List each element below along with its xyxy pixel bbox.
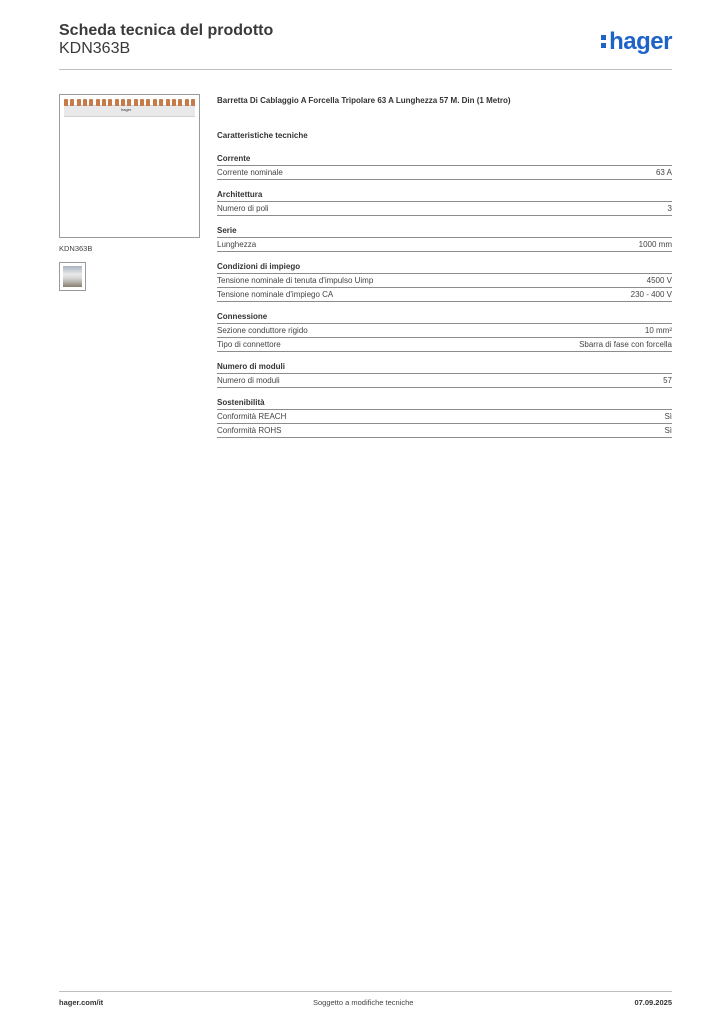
section-title: Condizioni di impiego	[217, 261, 672, 274]
section-corrente: Corrente Corrente nominale 63 A	[217, 153, 672, 180]
spec-row: Corrente nominale 63 A	[217, 166, 672, 180]
logo-text: hager	[609, 28, 672, 55]
page-title: Scheda tecnica del prodotto	[59, 22, 274, 39]
section-numero-di-moduli: Numero di moduli Numero di moduli 57	[217, 361, 672, 388]
spec-label: Tensione nominale d'impiego CA	[217, 290, 334, 299]
section-title: Connessione	[217, 311, 672, 324]
spec-value: Sì	[664, 412, 672, 421]
spec-label: Numero di moduli	[217, 376, 280, 385]
section-sostenibilita: Sostenibilità Conformità REACH Sì Conform…	[217, 397, 672, 438]
spec-value: 1000 mm	[638, 240, 672, 249]
spec-value: 3	[667, 204, 672, 213]
spec-value: 10 mm²	[644, 326, 672, 335]
spec-value: Sbarra di fase con forcella	[579, 340, 672, 349]
spec-row: Conformità ROHS Sì	[217, 424, 672, 438]
product-thumbnail[interactable]	[59, 262, 86, 291]
section-connessione: Connessione Sezione conduttore rigido 10 …	[217, 311, 672, 352]
section-title: Serie	[217, 225, 672, 238]
image-caption: KDN363B	[59, 244, 93, 253]
product-code: KDN363B	[59, 40, 131, 57]
spec-label: Numero di poli	[217, 204, 269, 213]
section-title: Sostenibilità	[217, 397, 672, 410]
section-serie: Serie Lunghezza 1000 mm	[217, 225, 672, 252]
spec-row: Lunghezza 1000 mm	[217, 238, 672, 252]
spec-label: Lunghezza	[217, 240, 257, 249]
page-header: Scheda tecnica del prodotto KDN363B hage…	[59, 22, 672, 70]
section-architettura: Architettura Numero di poli 3	[217, 189, 672, 216]
spec-label: Conformità ROHS	[217, 426, 282, 435]
spec-label: Conformità REACH	[217, 412, 287, 421]
spec-row: Tipo di connettore Sbarra di fase con for…	[217, 338, 672, 352]
section-condizioni-di-impiego: Condizioni di impiego Tensione nominale …	[217, 261, 672, 302]
busbar-illustration: hager	[64, 99, 195, 117]
spec-row: Tensione nominale d'impiego CA 230 - 400 …	[217, 288, 672, 302]
product-description: Barretta Di Cablaggio A Forcella Tripola…	[217, 96, 511, 105]
product-image[interactable]: hager	[59, 94, 200, 238]
spec-label: Tensione nominale di tenuta d'impulso Ui…	[217, 276, 374, 285]
spec-value: 4500 V	[646, 276, 672, 285]
spec-row: Numero di poli 3	[217, 202, 672, 216]
spec-row: Sezione conduttore rigido 10 mm²	[217, 324, 672, 338]
spec-value: 57	[663, 376, 672, 385]
hager-logo: hager	[601, 28, 672, 56]
spec-row: Numero di moduli 57	[217, 374, 672, 388]
section-title: Numero di moduli	[217, 361, 672, 374]
section-title: Corrente	[217, 153, 672, 166]
spec-value: 63 A	[655, 168, 672, 177]
spec-content: Barretta Di Cablaggio A Forcella Tripola…	[217, 96, 672, 447]
section-title: Architettura	[217, 189, 672, 202]
spec-row: Tensione nominale di tenuta d'impulso Ui…	[217, 274, 672, 288]
spec-value: 230 - 400 V	[630, 290, 672, 299]
page-footer: hager.com/it Soggetto a modifiche tecnic…	[59, 991, 672, 1007]
spec-label: Tipo di connettore	[217, 340, 281, 349]
spec-label: Corrente nominale	[217, 168, 283, 177]
footer-date: 07.09.2025	[634, 998, 672, 1007]
footer-website-link[interactable]: hager.com/it	[59, 998, 104, 1007]
footer-note: Soggetto a modifiche tecniche	[313, 998, 414, 1007]
busbar-brand: hager	[121, 107, 132, 112]
logo-dots-icon	[601, 33, 607, 49]
spec-value: Sì	[664, 426, 672, 435]
spec-row: Conformità REACH Sì	[217, 410, 672, 424]
characteristics-title: Caratteristiche tecniche	[217, 131, 308, 140]
spec-label: Sezione conduttore rigido	[217, 326, 308, 335]
